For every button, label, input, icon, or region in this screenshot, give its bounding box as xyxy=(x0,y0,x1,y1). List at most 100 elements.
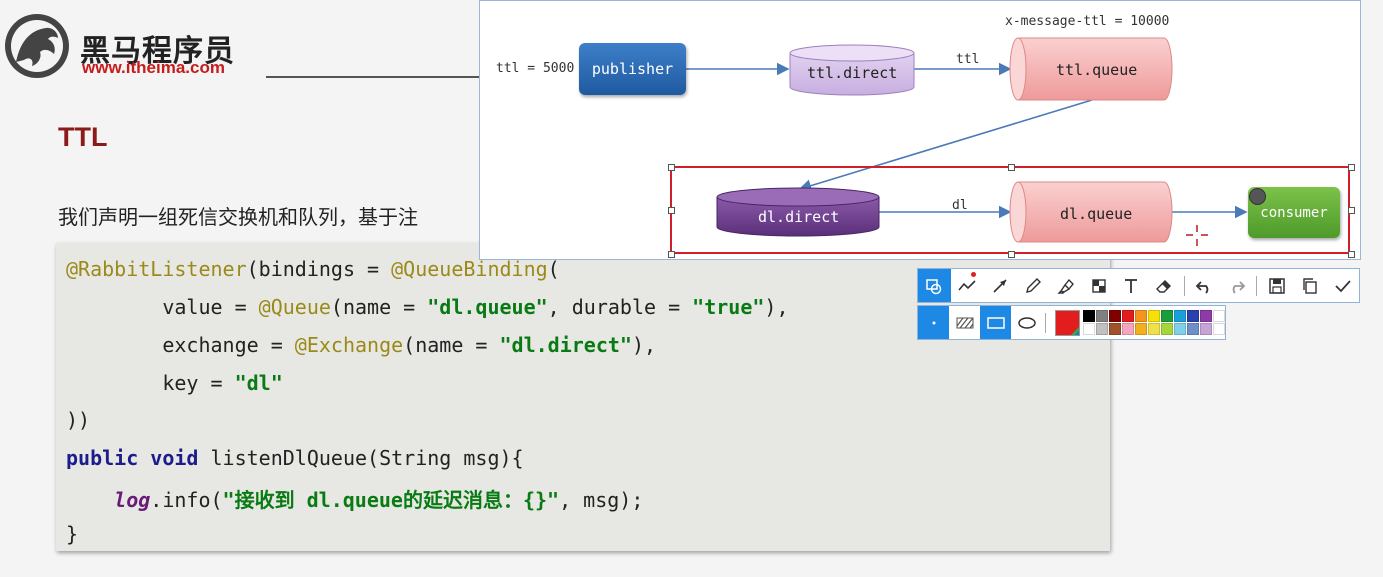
resize-handle-right[interactable] xyxy=(1348,207,1355,214)
diagram-panel: ttl = 5000 publisher ttl.direct ttl x-me… xyxy=(479,0,1361,260)
color-swatch[interactable] xyxy=(1200,323,1212,335)
resize-handle-top[interactable] xyxy=(1008,164,1015,171)
brand-url: www.itheima.com xyxy=(82,58,225,77)
code-line: log.info("接收到 dl.queue的延迟消息：{}", msg); xyxy=(66,484,643,513)
code-token: (name = xyxy=(403,333,500,357)
color-swatch[interactable] xyxy=(1187,323,1199,335)
code-token: ), xyxy=(764,295,789,319)
resize-handle-top-left[interactable] xyxy=(668,164,675,171)
code-token xyxy=(138,446,150,470)
code-line: value = @Queue(name = "dl.queue", durabl… xyxy=(66,295,789,319)
resize-handle-bottom-right[interactable] xyxy=(1348,251,1355,258)
dl-direct-exchange xyxy=(716,187,880,237)
code-token: "dl.direct" xyxy=(499,333,632,357)
mosaic-icon[interactable] xyxy=(1082,269,1115,302)
color-swatch[interactable] xyxy=(1174,323,1186,335)
annotation-toolbar xyxy=(917,268,1360,303)
color-swatch[interactable] xyxy=(1096,310,1108,322)
color-swatch[interactable] xyxy=(1161,323,1173,335)
code-token: (name = xyxy=(330,295,428,319)
eraser-icon[interactable] xyxy=(1148,269,1181,302)
slide-body-text: 我们声明一组死信交换机和队列，基于注 xyxy=(58,205,418,229)
color-swatch[interactable] xyxy=(1109,323,1121,335)
dl-queue xyxy=(1009,181,1173,243)
header-divider xyxy=(266,76,480,78)
color-picker-corner-icon xyxy=(1071,326,1079,335)
code-token: .info( xyxy=(150,488,223,512)
polyline-icon[interactable] xyxy=(951,269,984,302)
code-token: @Queue xyxy=(258,295,331,319)
annotation-options-toolbar xyxy=(917,305,1226,340)
message-ttl-label: x-message-ttl = 10000 xyxy=(1005,14,1170,29)
color-swatch[interactable] xyxy=(1174,310,1186,322)
code-line: exchange = @Exchange(name = "dl.direct")… xyxy=(66,333,656,357)
dot-size-icon[interactable] xyxy=(918,306,950,339)
code-token: log xyxy=(114,488,151,512)
edge-ttl-queue-dl-direct xyxy=(798,99,1093,192)
code-token: @QueueBinding xyxy=(391,257,548,281)
code-token: ( xyxy=(547,257,560,281)
rectangle-icon[interactable] xyxy=(980,306,1012,339)
arrow-icon[interactable] xyxy=(984,269,1017,302)
dl-routing-key: dl xyxy=(952,198,968,213)
consumer-node: consumer xyxy=(1248,187,1340,238)
pen-icon[interactable] xyxy=(1017,269,1050,302)
hatch-fill-icon[interactable] xyxy=(949,306,980,339)
code-line: } xyxy=(66,522,78,546)
code-token: @RabbitListener xyxy=(66,257,247,281)
brand-name: 黑马程序员 xyxy=(80,34,235,69)
color-swatch[interactable] xyxy=(1187,310,1199,322)
selection-rectangle[interactable] xyxy=(670,166,1350,254)
highlighter-icon[interactable] xyxy=(1049,269,1082,302)
color-swatch[interactable] xyxy=(1096,323,1108,335)
resize-handle-left[interactable] xyxy=(668,207,675,214)
code-token: value = xyxy=(66,295,259,319)
color-swatch[interactable] xyxy=(1148,323,1160,335)
color-swatch[interactable] xyxy=(1200,310,1212,322)
color-palette xyxy=(1083,310,1225,335)
code-token: public xyxy=(66,446,139,470)
code-token: "接收到 dl.queue的延迟消息：{}" xyxy=(222,488,560,512)
ttl-direct-label: ttl.direct xyxy=(807,64,898,82)
color-swatch[interactable] xyxy=(1213,310,1225,322)
publisher-node: publisher xyxy=(579,43,686,95)
code-token: "true" xyxy=(692,295,765,319)
color-swatch[interactable] xyxy=(1135,310,1147,322)
color-swatch[interactable] xyxy=(1148,310,1160,322)
color-swatch[interactable] xyxy=(1083,323,1095,335)
brand-logo: 黑马程序员 www.itheima.com xyxy=(0,10,250,82)
code-line: )) xyxy=(66,408,90,432)
text-icon[interactable] xyxy=(1115,269,1148,302)
shape-tool-icon[interactable] xyxy=(918,269,951,302)
color-swatch[interactable] xyxy=(1135,323,1147,335)
color-swatch[interactable] xyxy=(1122,323,1134,335)
code-token: )) xyxy=(66,408,91,432)
toolbar-divider xyxy=(1045,312,1047,333)
redo-icon[interactable] xyxy=(1221,269,1254,302)
code-token: @Exchange xyxy=(294,333,404,357)
copy-icon[interactable] xyxy=(1293,269,1326,302)
resize-handle-top-right[interactable] xyxy=(1348,164,1355,171)
current-color-swatch[interactable] xyxy=(1055,309,1080,336)
code-token: ), xyxy=(631,333,657,357)
code-token: void xyxy=(150,446,199,470)
save-icon[interactable] xyxy=(1260,269,1293,302)
resize-handle-bottom[interactable] xyxy=(1008,251,1015,258)
code-token: (bindings = xyxy=(246,257,392,281)
resize-handle-bottom-left[interactable] xyxy=(668,251,675,258)
ellipse-icon[interactable] xyxy=(1011,306,1042,339)
code-token: key = xyxy=(66,371,235,395)
color-swatch[interactable] xyxy=(1109,310,1121,322)
color-swatch[interactable] xyxy=(1213,323,1225,335)
color-swatch[interactable] xyxy=(1122,310,1134,322)
code-line: public void listenDlQueue(String msg){ xyxy=(66,446,524,470)
active-indicator-dot xyxy=(970,272,976,277)
confirm-icon[interactable] xyxy=(1326,269,1359,302)
toolbar-divider xyxy=(1256,275,1258,296)
undo-icon[interactable] xyxy=(1188,269,1221,302)
color-swatch[interactable] xyxy=(1161,310,1173,322)
code-token: exchange = xyxy=(66,333,295,357)
code-token: "dl" xyxy=(234,371,283,395)
color-swatch[interactable] xyxy=(1083,310,1095,322)
horse-logo-icon xyxy=(5,14,69,78)
